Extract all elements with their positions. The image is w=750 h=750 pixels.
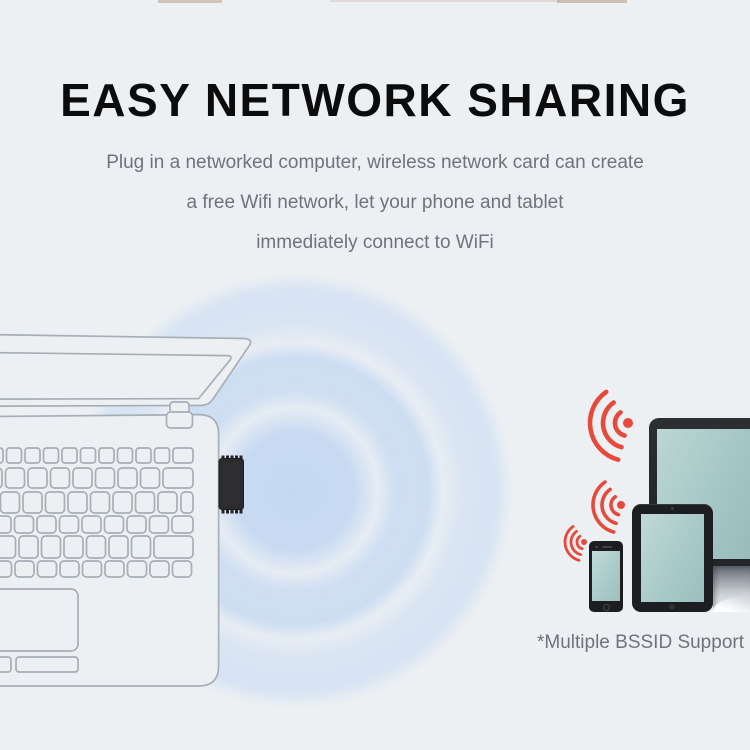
phone-home-button: [602, 603, 610, 611]
monitor-stand: [713, 566, 750, 612]
footnote: *Multiple BSSID Support: [537, 632, 744, 653]
laptop-trackpad: [0, 588, 79, 673]
subtitle-line: a free Wifi network, let your phone and …: [186, 192, 564, 213]
phone-screen: [592, 551, 620, 601]
subtitle: Plug in a networked computer, wireless n…: [0, 143, 750, 263]
usb-wifi-adapter: [218, 455, 244, 514]
laptop-hinge: [165, 401, 194, 429]
top-photo-sliver: [557, 0, 627, 3]
tablet-home-button: [669, 604, 675, 610]
top-photo-sliver: [330, 0, 560, 2]
laptop-keyboard: [0, 447, 194, 578]
top-photo-sliver: [158, 0, 222, 3]
phone-illustration: [589, 541, 623, 612]
wifi-signal-icon: [587, 389, 633, 462]
tablet-screen: [641, 514, 704, 602]
phone-speaker: [602, 546, 612, 549]
laptop-illustration: [0, 333, 252, 687]
laptop-screen: [0, 333, 252, 407]
phone-camera-dot: [595, 545, 598, 548]
tablet-illustration: [632, 504, 713, 612]
subtitle-line: Plug in a networked computer, wireless n…: [106, 152, 644, 173]
wifi-signal-icon: [591, 480, 625, 534]
wifi-signal-icon: [563, 525, 587, 562]
subtitle-line: immediately connect to WiFi: [256, 232, 494, 253]
page-title: EASY NETWORK SHARING: [60, 74, 690, 126]
tablet-camera-dot: [671, 507, 674, 510]
